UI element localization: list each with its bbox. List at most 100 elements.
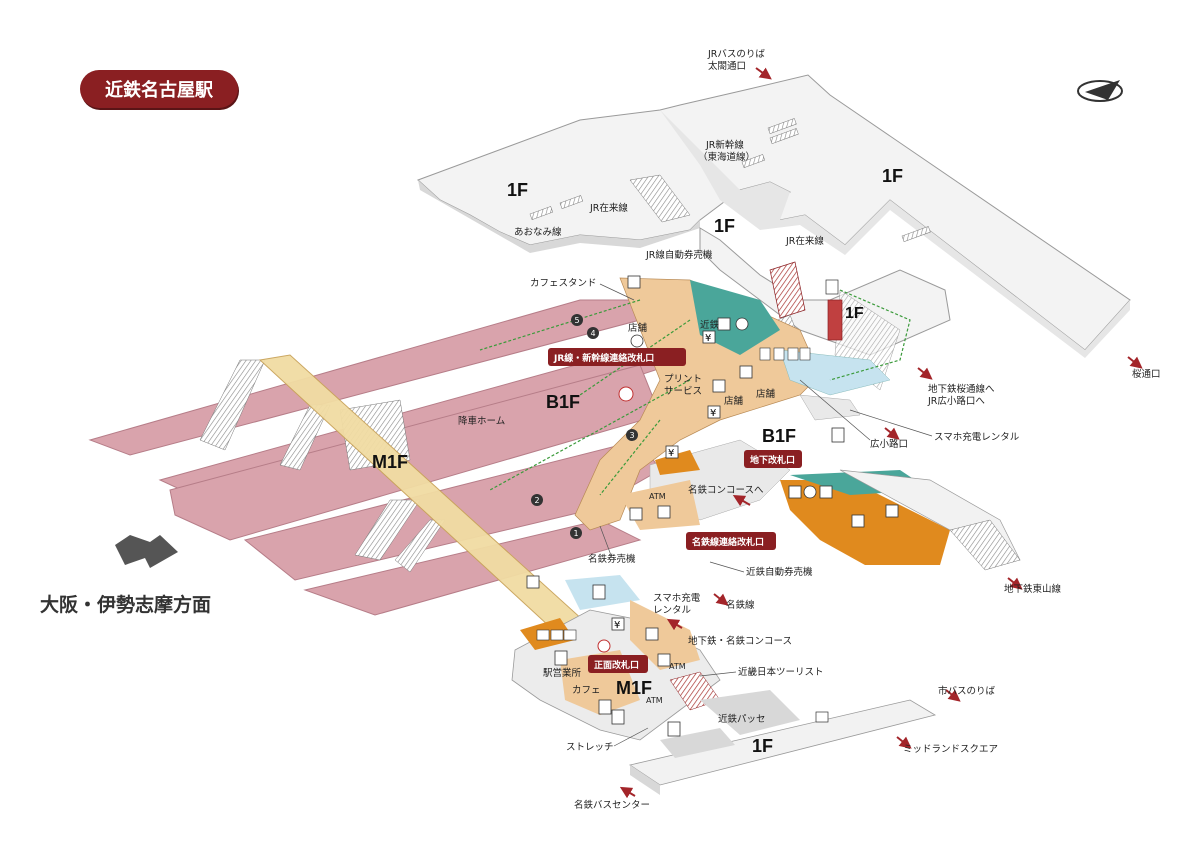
label-phone-charge-2: スマホ充電 [653,592,701,604]
b1f-concourse [574,277,1021,571]
platform-numbers: 1 2 3 4 5 [531,314,638,539]
info-desk-icon [554,650,568,666]
floor-label-m1f-lower: M1F [616,678,652,698]
elevator-icon [598,699,612,715]
label-jr-zairai-right: JR在来線 [785,235,824,247]
label-shop: 店舗 [756,388,776,400]
family-icon [799,347,811,361]
no-smoking-icon [735,317,749,331]
floor-label-1f-left: 1F [507,180,528,200]
floor-label-1f-right: 1F [882,166,903,186]
floor-label-1f-center: 1F [714,216,735,236]
label-jr-hirokoji: JR広小路口へ [927,395,985,407]
floor-label-1f-east: 1F [845,305,864,322]
locker-icon [657,653,671,667]
label-phone-charge-2b: レンタル [653,605,692,616]
leader-lines [599,283,933,747]
yen-glyph: ¥ [668,448,674,459]
yen-glyph: ¥ [614,620,620,631]
toilet-icon [759,347,771,361]
label-meitetsu-concourse: 名鉄コンコースへ [688,484,764,496]
label-stretch: ストレッチ [566,742,614,753]
exit-arrows [619,67,1143,799]
platform-1-number: 1 [573,529,578,538]
label-print-service: プリント [664,374,702,385]
gate-main[interactable]: 正面改札口 [588,655,648,673]
label-office: 駅営業所 [543,667,582,679]
accessible-icon [773,347,785,361]
label-city-bus: 市バスのりば [938,685,996,697]
label-midland: ミッドランドスクエア [903,744,998,755]
platform-2-number: 2 [534,496,539,505]
yen-glyph: ¥ [710,408,716,419]
label-higashiyama: 地下鉄東山線 [1004,583,1062,595]
locker-icon [629,507,643,521]
label-jr-zairai-left: JR在来線 [589,202,628,214]
aed-icon [618,386,634,402]
phone-icon [739,365,753,379]
locker-icon [885,504,899,518]
atm-label: ATM [649,492,666,501]
yen-icon [665,445,679,459]
coffee-icon [627,275,641,289]
direction-arrow-icon [115,535,178,568]
label-shinkansen: JR新幹線 [705,139,744,151]
info-icon [657,505,671,519]
yen-icon [702,330,716,344]
gate-underground[interactable]: 地下改札口 [744,450,802,468]
label-subway-concourse: 地下鉄・名鉄コンコース [688,635,792,647]
label-shop: 店舗 [724,395,744,407]
label-meitetsu-bus: 名鉄バスセンター [574,799,650,811]
label-jr-bus: JRバスのりば [707,49,765,60]
label-meitetsu-ticket: 名鉄券売機 [588,553,636,565]
atm-card-icon [819,485,833,499]
no-smoking-icon [630,334,644,348]
gate-underground-label: 地下改札口 [750,454,795,466]
label-cafe: カフェ [572,685,601,696]
phone-icon [831,427,845,443]
map-labels: JRバスのりば 太閤通口 JR新幹線 （東海道線） JR在来線 JR在来線 あお… [458,49,1161,811]
label-meitetsu-line: 名鉄線 [726,599,755,611]
floor-label-b1f-left: B1F [546,392,580,412]
gate-main-label: 正面改札口 [594,659,639,671]
label-hirokoji-exit: 広小路口 [870,438,908,450]
smoking-area-icon [851,514,865,528]
compass-icon [1077,80,1123,102]
floor-label-1f-bottom: 1F [752,736,773,756]
ticket-icon [717,317,731,331]
label-shop: 店舗 [628,322,648,334]
elevator-icon [825,279,839,295]
yen-icon [707,405,721,419]
label-print-service-2: サービス [664,386,702,397]
label-tokaido: （東海道線） [698,151,755,163]
label-taiko-exit: 太閤通口 [708,60,746,72]
platform-5-number: 5 [574,316,579,325]
locker-icon [712,379,726,393]
taxi-icon [815,711,829,723]
yen-glyph: ¥ [705,333,711,344]
label-sakura-exit: 桜通口 [1132,368,1161,380]
floor-label-m1f-bridge: M1F [372,452,408,472]
label-kintetsu-ticket: 近鉄自動券売機 [746,566,813,578]
label-kntourist: 近畿日本ツーリスト [738,666,824,678]
station-title: 近鉄名古屋駅 [80,70,238,108]
toilet-icon [592,584,606,600]
label-phone-charge: スマホ充電レンタル [934,431,1020,443]
jr-escalators [529,118,931,391]
platform-3-number: 3 [629,431,634,440]
gate-meitetsu-transfer[interactable]: 名鉄線連絡改札口 [686,532,776,550]
no-smoking-icon [803,485,817,499]
label-passe: 近鉄パッセ [718,713,766,725]
floor-label-b1f-right: B1F [762,426,796,446]
baby-icon [787,347,799,361]
label-jr-ticket: JR線自動券売機 [645,249,713,261]
atm-label: ATM [669,662,686,671]
elevator-icon [611,709,625,725]
yen-icon [611,617,625,631]
label-cafe-stand: カフェスタンド [530,278,597,289]
elevator-shaft [827,299,843,341]
gate-jr-transfer[interactable]: JR線・新幹線連絡改札口 [548,348,686,366]
facility-icons: ¥ ¥ ¥ ¥ [526,275,899,737]
ticket-icon [788,485,802,499]
